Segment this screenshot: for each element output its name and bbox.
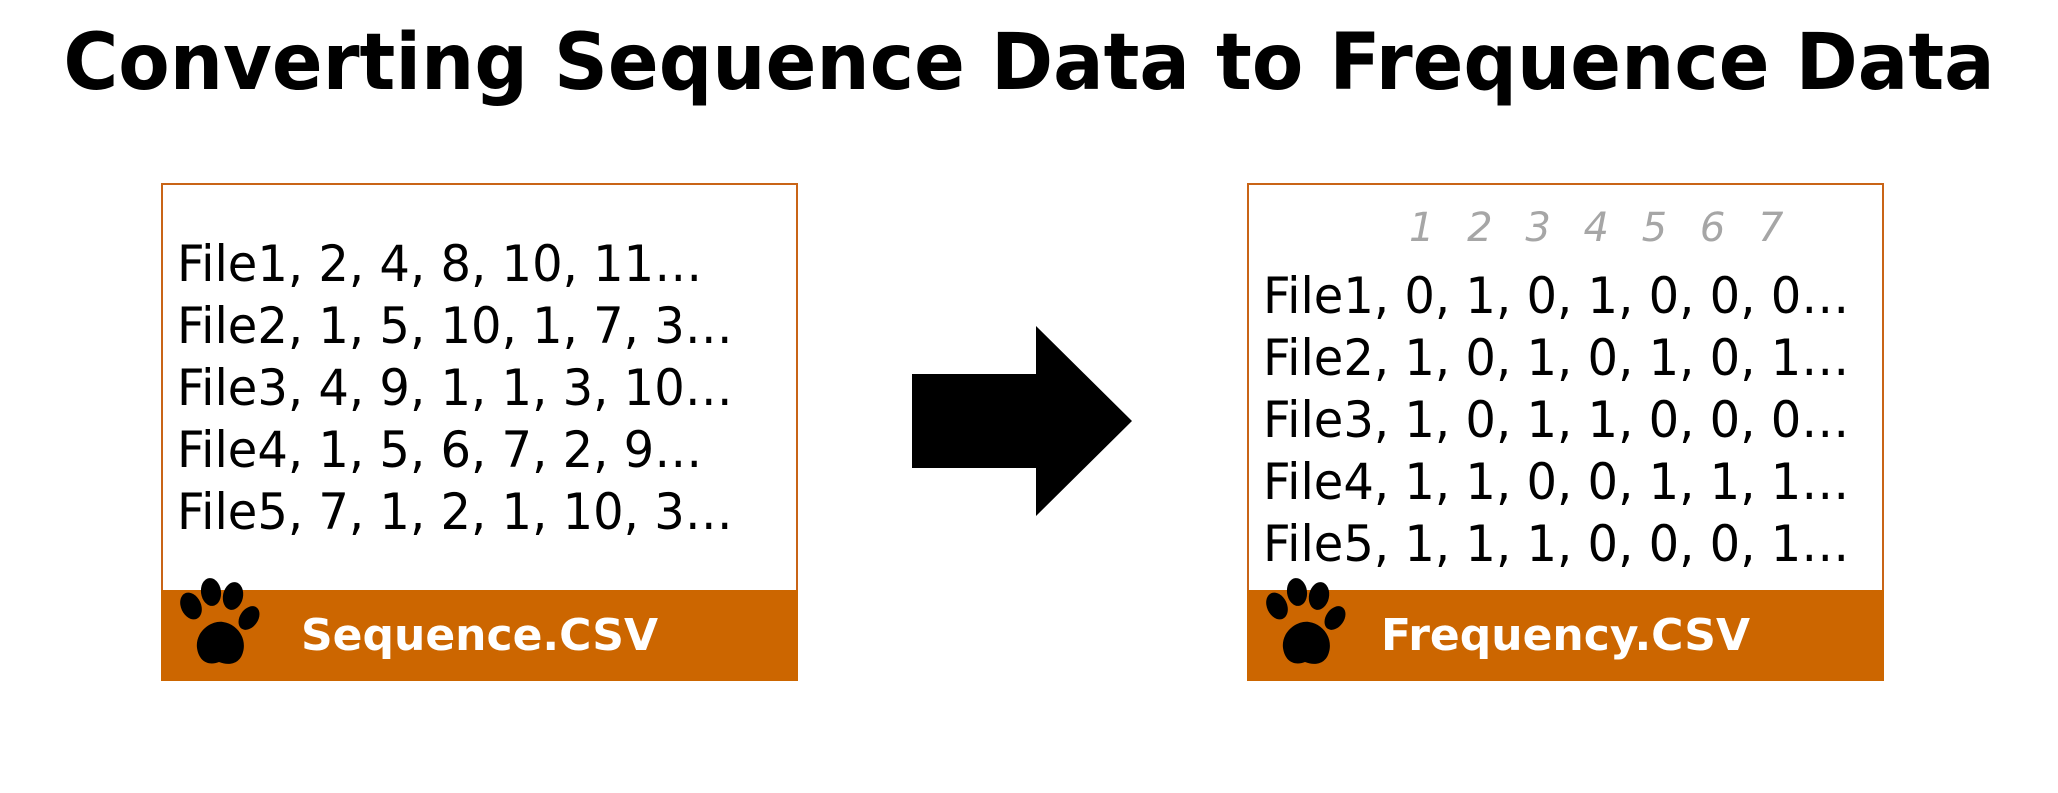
- sequence-data-lines: File1, 2, 4, 8, 10, 11… File2, 1, 5, 10,…: [177, 233, 733, 543]
- sequence-line: File3, 4, 9, 1, 1, 3, 10…: [177, 359, 733, 417]
- sequence-line: File5, 7, 1, 2, 1, 10, 3…: [177, 483, 733, 541]
- frequency-csv-card: 1 2 3 4 5 6 7 File1, 0, 1, 0, 1, 0, 0, 0…: [1247, 183, 1884, 681]
- sequence-csv-card: File1, 2, 4, 8, 10, 11… File2, 1, 5, 10,…: [161, 183, 798, 681]
- paw-print-icon: [180, 578, 260, 664]
- sequence-line: File1, 2, 4, 8, 10, 11…: [177, 235, 703, 293]
- sequence-csv-footer: Sequence.CSV: [161, 578, 798, 681]
- sequence-line: File2, 1, 5, 10, 1, 7, 3…: [177, 297, 733, 355]
- frequency-line: File3, 1, 0, 1, 1, 0, 0, 0…: [1263, 391, 1850, 449]
- frequency-line: File2, 1, 0, 1, 0, 1, 0, 1…: [1263, 329, 1850, 387]
- frequency-line: File5, 1, 1, 1, 0, 0, 0, 1…: [1263, 515, 1850, 573]
- sequence-line: File4, 1, 5, 6, 7, 2, 9…: [177, 421, 703, 479]
- frequency-data-lines: File1, 0, 1, 0, 1, 0, 0, 0… File2, 1, 0,…: [1263, 265, 1849, 575]
- right-arrow-icon: [912, 326, 1132, 516]
- diagram-title: Converting Sequence Data to Frequence Da…: [63, 18, 1995, 108]
- frequency-csv-footer: Frequency.CSV: [1247, 578, 1884, 681]
- frequency-line: File1, 0, 1, 0, 1, 0, 0, 0…: [1263, 267, 1850, 325]
- column-number-header: 1 2 3 4 5 6 7: [1409, 205, 1788, 251]
- frequency-csv-label: Frequency.CSV: [1380, 610, 1751, 661]
- sequence-csv-label: Sequence.CSV: [300, 610, 658, 661]
- frequency-line: File4, 1, 1, 0, 0, 1, 1, 1…: [1263, 453, 1850, 511]
- paw-print-icon: [1266, 578, 1346, 664]
